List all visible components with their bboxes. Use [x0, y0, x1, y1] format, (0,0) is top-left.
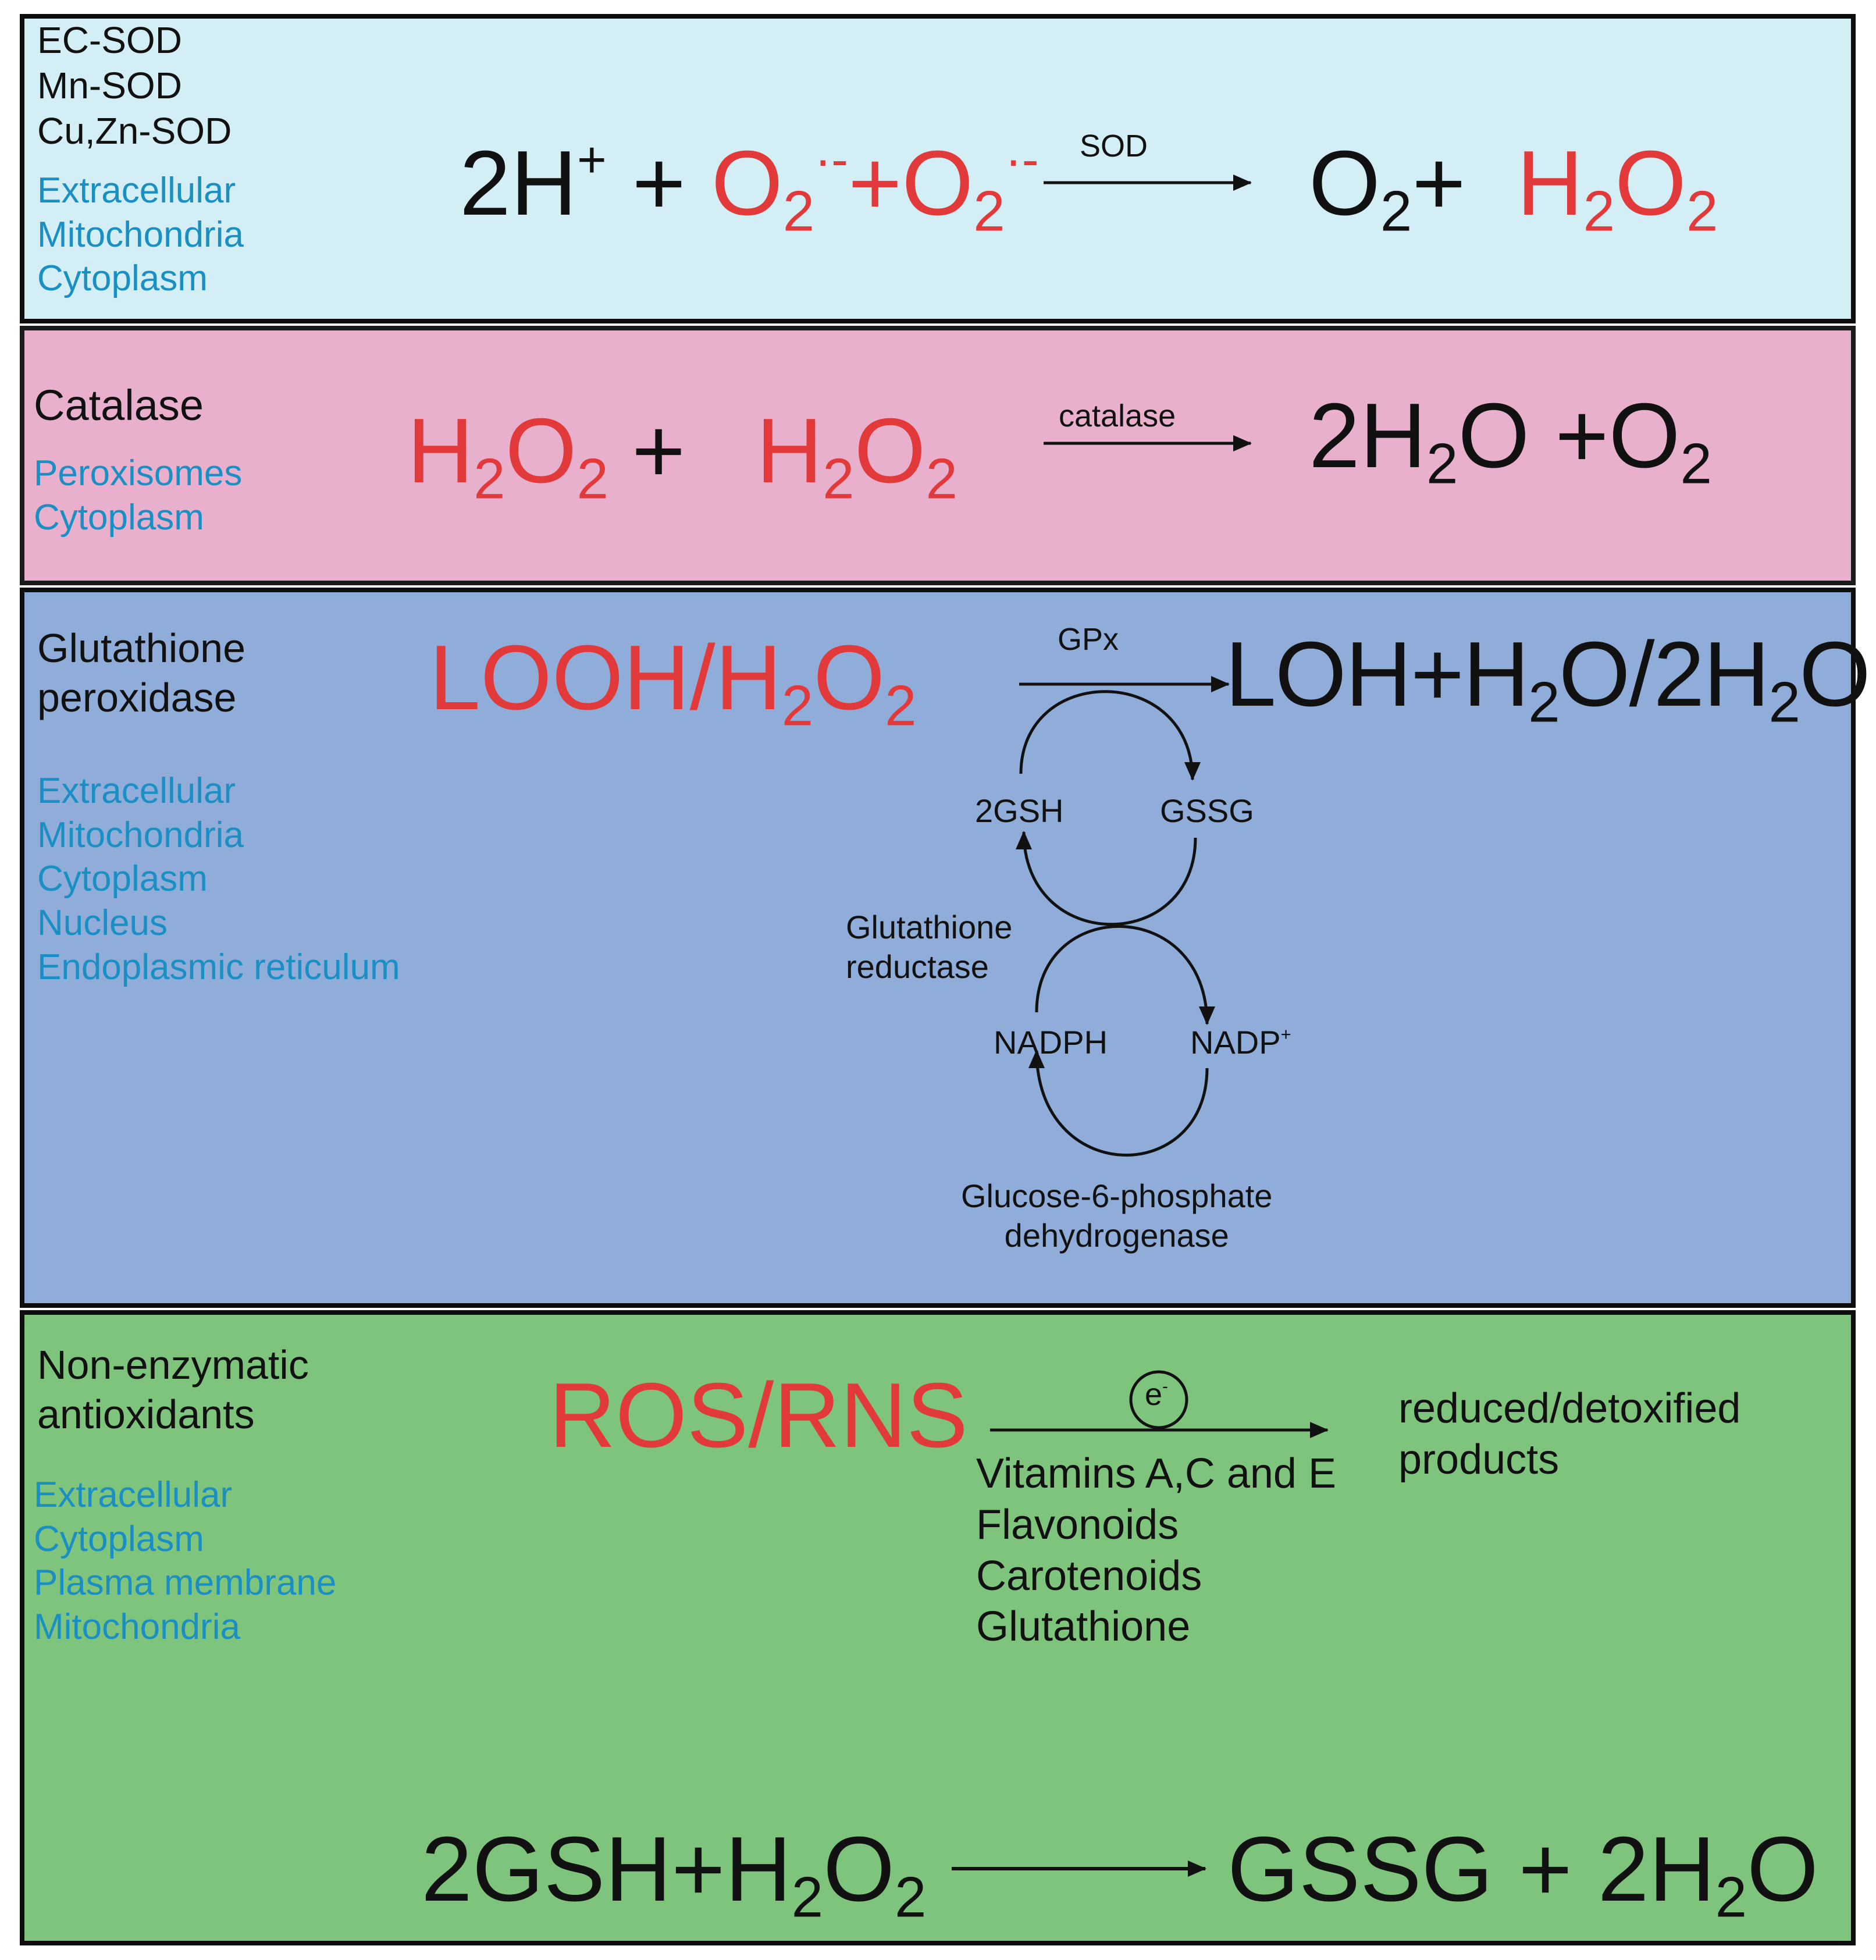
catalase-location-peroxisomes: Peroxisomes: [34, 453, 243, 493]
sod-reaction-products: O2+ H2O2: [1309, 137, 1718, 239]
sod-superoxide-2: O2·-: [902, 131, 1039, 243]
sod-oxygen-product: O2+: [1309, 132, 1466, 243]
sod-enzyme-cuzn: Cu,Zn-SOD: [37, 110, 232, 152]
gsh-label: 2GSH: [975, 792, 1064, 829]
catalase-arrow-label: catalase: [1059, 399, 1176, 433]
gpx-panel: [20, 588, 1856, 1308]
gpx-location-mitochondria: Mitochondria: [37, 814, 244, 855]
gpx-products: LOH+H2O/2H2O: [1225, 623, 1871, 734]
catalase-location-list: Peroxisomes Cytoplasm: [34, 451, 242, 539]
nonenzymatic-title: Non-enzymatic antioxidants: [37, 1340, 309, 1440]
gsh-h2o2-reactants: 2GSH+H2O2: [421, 1818, 927, 1929]
gpx-location-er: Endoplasmic reticulum: [37, 947, 400, 987]
sod-location-cytoplasm: Cytoplasm: [37, 258, 208, 299]
glutathione-reductase-label: Glutathione reductase: [846, 908, 1012, 987]
gpx-location-cytoplasm: Cytoplasm: [37, 859, 208, 899]
nonenzymatic-location-cytoplasm: Cytoplasm: [34, 1518, 204, 1559]
gpx-enzyme-label: Glutathione peroxidase: [37, 624, 245, 723]
sod-enzyme-list: EC-SOD Mn-SOD Cu,Zn-SOD: [37, 17, 232, 154]
nadph-label: NADPH: [994, 1024, 1108, 1061]
gpx-enzyme-line1: Glutathione: [37, 625, 246, 671]
antioxidant-carotenoids: Carotenoids: [976, 1552, 1202, 1599]
catalase-enzyme-label: Catalase: [34, 381, 204, 429]
sod-enzyme-ec: EC-SOD: [37, 19, 182, 61]
nonenzymatic-title-line2: antioxidants: [37, 1392, 255, 1438]
sod-h2o2-product: H2O2: [1517, 132, 1718, 243]
detoxified-products-line1: reduced/detoxified: [1398, 1385, 1741, 1432]
detoxified-products-line2: products: [1398, 1436, 1560, 1483]
sod-enzyme-mn: Mn-SOD: [37, 65, 182, 107]
sod-location-mitochondria: Mitochondria: [37, 214, 244, 255]
nonenzymatic-location-plasma-membrane: Plasma membrane: [34, 1563, 337, 1603]
gssg-label: GSSG: [1160, 792, 1254, 829]
antioxidant-flavonoids: Flavonoids: [976, 1501, 1179, 1548]
nadp-label: NADP+: [1190, 1023, 1291, 1061]
catalase-h2o2-b: H2O2: [756, 400, 957, 511]
antioxidant-list: Vitamins A,C and E Flavonoids Carotenoid…: [976, 1449, 1336, 1653]
gpx-location-list: Extracellular Mitochondria Cytoplasm Nuc…: [37, 769, 400, 989]
gpx-location-extracellular: Extracellular: [37, 771, 236, 811]
sod-location-list: Extracellular Mitochondria Cytoplasm: [37, 169, 244, 301]
nonenzymatic-location-mitochondria: Mitochondria: [34, 1606, 240, 1647]
sod-panel: [20, 14, 1856, 323]
sod-superoxide-1: O2·-: [711, 131, 849, 243]
antioxidant-vitamins: Vitamins A,C and E: [976, 1450, 1336, 1497]
sod-protons: 2H+: [460, 131, 607, 234]
nonenzymatic-title-line1: Non-enzymatic: [37, 1342, 309, 1388]
g6pd-line2: dehydrogenase: [1004, 1217, 1229, 1254]
gssg-water-products: GSSG + 2H2O: [1227, 1818, 1818, 1929]
sod-location-extracellular: Extracellular: [37, 170, 236, 211]
detoxified-products-label: reduced/detoxified products: [1398, 1383, 1740, 1486]
glutathione-reductase-line2: reductase: [846, 948, 989, 986]
g6pd-line1: Glucose-6-phosphate: [961, 1178, 1273, 1214]
sod-plus-1: +: [632, 132, 686, 234]
sod-reaction-reactants: 2H+ + O2·-+O2·-: [460, 134, 1039, 240]
catalase-panel: [20, 326, 1856, 585]
sod-plus-2: +: [848, 132, 902, 234]
nonenzymatic-location-list: Extracellular Cytoplasm Plasma membrane …: [34, 1473, 336, 1649]
g6pd-label: Glucose-6-phosphate dehydrogenase: [961, 1176, 1272, 1256]
antioxidant-glutathione: Glutathione: [976, 1603, 1191, 1650]
gpx-arrow-label: GPx: [1058, 622, 1119, 657]
gpx-substrate: LOOH/H2O2: [429, 627, 917, 738]
catalase-h2o2-a: H2O2: [407, 400, 608, 511]
gpx-enzyme-line2: peroxidase: [37, 675, 237, 721]
gpx-location-nucleus: Nucleus: [37, 902, 168, 943]
nonenzymatic-location-extracellular: Extracellular: [34, 1475, 233, 1515]
glutathione-reductase-line1: Glutathione: [846, 909, 1013, 945]
electron-label: e-: [1145, 1376, 1168, 1412]
catalase-location-cytoplasm: Cytoplasm: [34, 497, 204, 538]
ros-rns-label: ROS/RNS: [549, 1364, 968, 1467]
catalase-plus: +: [632, 400, 686, 502]
nonenzymatic-panel: [20, 1310, 1856, 1945]
sod-arrow-label: SOD: [1080, 129, 1148, 163]
catalase-products: 2H2O +O2: [1309, 385, 1712, 496]
